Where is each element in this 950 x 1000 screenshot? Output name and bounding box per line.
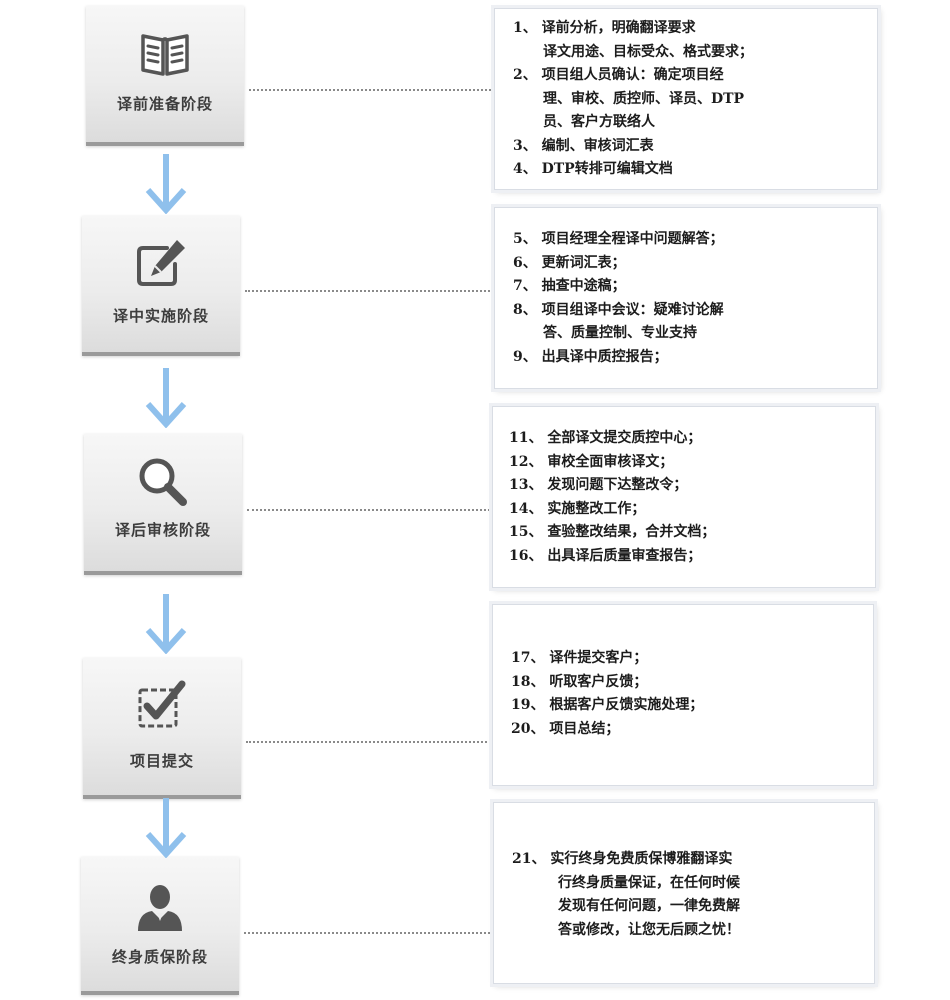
card-line: 2、 项目组人员确认：确定项目经 bbox=[513, 67, 724, 83]
card-line: 8、 项目组译中会议：疑难讨论解 bbox=[513, 301, 724, 318]
card-line: 答、质量控制、专业支持 bbox=[543, 325, 697, 341]
stage-title-prep: 译前准备阶段 bbox=[116, 95, 213, 113]
book-icon bbox=[137, 26, 193, 82]
card-line: 9、 出具译中质控报告； bbox=[513, 348, 668, 365]
stage-box-implement: 译中实施阶段 bbox=[82, 216, 240, 356]
card-line: 译文用途、目标受众、格式要求； bbox=[543, 43, 753, 60]
down-arrow-icon bbox=[144, 796, 188, 858]
dotted-connector bbox=[245, 290, 493, 292]
card-line: 19、 根据客户反馈实施处理； bbox=[511, 697, 704, 713]
down-arrow-icon bbox=[144, 152, 188, 214]
stage-box-prep: 译前准备阶段 bbox=[86, 6, 244, 146]
magnifier-icon bbox=[135, 454, 191, 510]
stage-box-review: 译后审核阶段 bbox=[84, 434, 242, 575]
card-line: 15、 查验整改结果，合并文档； bbox=[509, 524, 716, 540]
card-line: 13、 发现问题下达整改令； bbox=[509, 477, 688, 493]
edit-pen-icon bbox=[133, 236, 189, 292]
checkbox-icon bbox=[134, 678, 190, 734]
card-line: 理、审校、质控师、译员、DTP bbox=[543, 90, 745, 107]
card-line: 21、 实行终身免费质保博雅翻译实 bbox=[512, 851, 733, 867]
card-line: 16、 出具译后质量审查报告； bbox=[509, 547, 702, 564]
card-line: 1、 译前分析，明确翻译要求 bbox=[513, 20, 696, 36]
dotted-connector bbox=[249, 89, 491, 91]
card-line: 5、 项目经理全程译中问题解答； bbox=[513, 231, 724, 247]
card-line: 行终身质量保证，在任何时候 bbox=[558, 874, 740, 891]
card-line: 答或修改，让您无后顾之忧！ bbox=[558, 921, 740, 938]
person-icon bbox=[132, 877, 188, 933]
detail-card-implement: 5、 项目经理全程译中问题解答； 6、 更新词汇表； 7、 抽查中途稿； 8、 … bbox=[494, 207, 878, 389]
dotted-connector bbox=[247, 509, 490, 511]
card-line: 17、 译件提交客户； bbox=[511, 650, 648, 666]
stage-box-warranty: 终身质保阶段 bbox=[81, 857, 239, 995]
card-line: 20、 项目总结； bbox=[511, 720, 620, 737]
stage-box-submit: 项目提交 bbox=[83, 658, 241, 799]
dotted-connector bbox=[246, 741, 491, 743]
detail-card-prep: 1、 译前分析，明确翻译要求 译文用途、目标受众、格式要求； 2、 项目组人员确… bbox=[494, 8, 878, 190]
card-line: 4、 DTP转排可编辑文档 bbox=[513, 161, 673, 177]
detail-card-warranty: 21、 实行终身免费质保博雅翻译实 行终身质量保证，在任何时候 发现有任何问题，… bbox=[493, 802, 875, 984]
card-line: 11、 全部译文提交质控中心； bbox=[509, 430, 702, 446]
stage-title-implement: 译中实施阶段 bbox=[112, 307, 209, 325]
detail-card-submit: 17、 译件提交客户； 18、 听取客户反馈； 19、 根据客户反馈实施处理； … bbox=[492, 604, 874, 786]
card-line: 发现有任何问题，一律免费解 bbox=[558, 898, 740, 914]
card-line: 14、 实施整改工作； bbox=[509, 500, 646, 517]
card-line: 7、 抽查中途稿； bbox=[513, 278, 626, 294]
stage-title-submit: 项目提交 bbox=[129, 752, 194, 770]
dotted-connector bbox=[244, 932, 490, 934]
stage-title-review: 译后审核阶段 bbox=[114, 521, 211, 539]
card-line: 3、 编制、审核词汇表 bbox=[513, 137, 654, 154]
detail-card-review: 11、 全部译文提交质控中心； 12、 审校全面审核译文； 13、 发现问题下达… bbox=[492, 406, 876, 588]
card-line: 12、 审校全面审核译文； bbox=[509, 453, 674, 470]
card-line: 6、 更新词汇表； bbox=[513, 254, 626, 271]
card-line: 员、客户方联络人 bbox=[543, 114, 655, 130]
down-arrow-icon bbox=[144, 366, 188, 428]
card-line: 18、 听取客户反馈； bbox=[511, 673, 648, 690]
down-arrow-icon bbox=[144, 592, 188, 654]
stage-title-warranty: 终身质保阶段 bbox=[111, 948, 208, 966]
